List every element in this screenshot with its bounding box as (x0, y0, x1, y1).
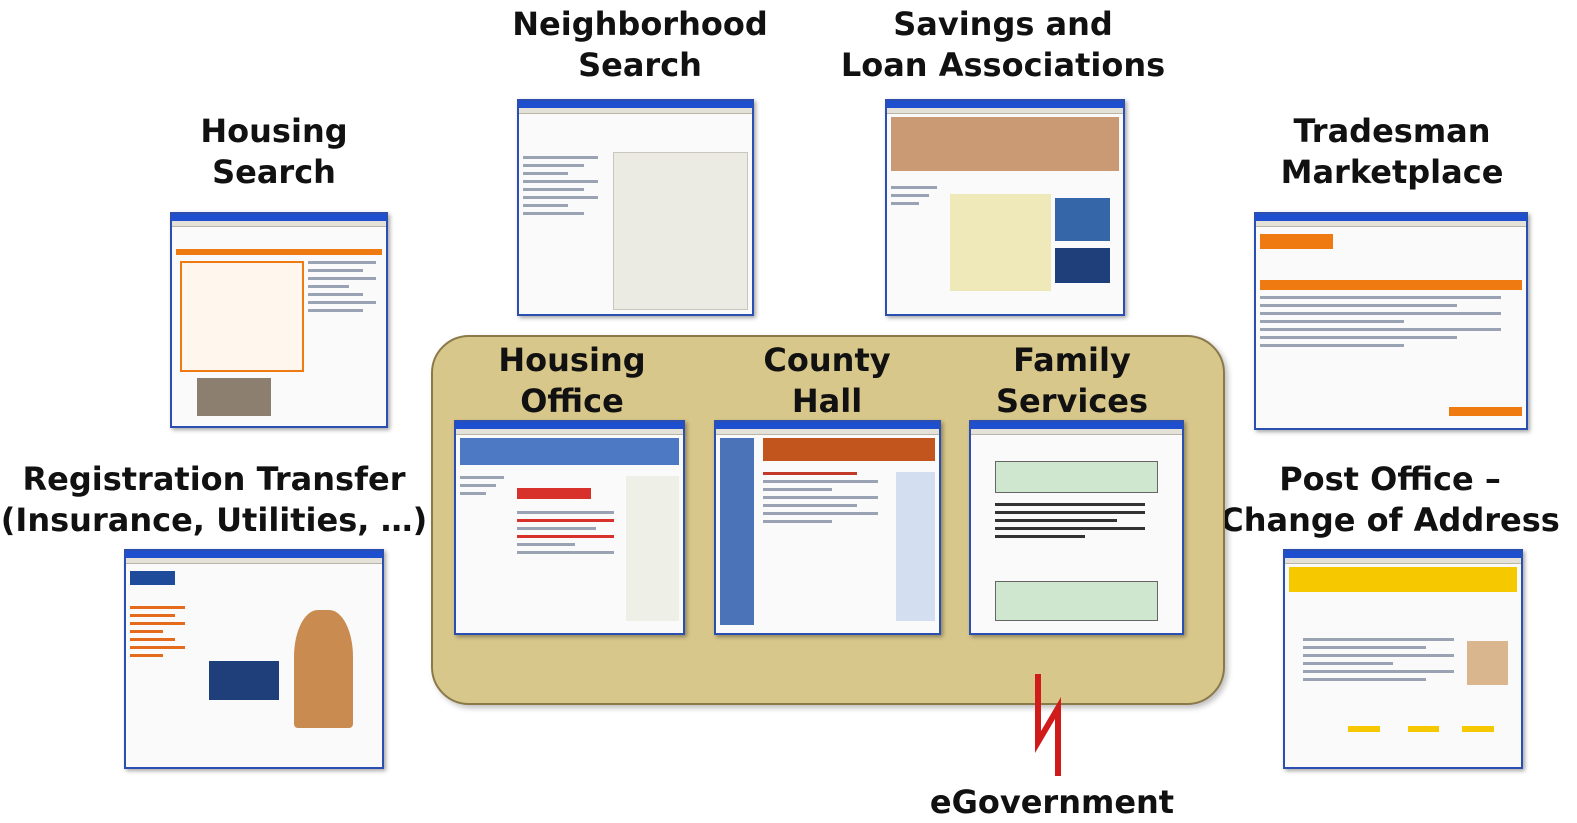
map-area (613, 151, 748, 310)
label-neighborhood-search: Neighborhood Search (512, 5, 768, 84)
screenshot-housing-search (170, 212, 388, 428)
label-post-office: Post Office – Change of Address (1220, 460, 1560, 539)
label-housing-office: Housing Office (498, 341, 646, 420)
screenshot-tradesman-marketplace (1254, 212, 1528, 430)
label-egovernment: eGovernment (929, 783, 1175, 821)
screenshot-neighborhood-search (517, 99, 754, 316)
screenshot-post-office (1283, 549, 1523, 769)
screenshot-registration-transfer (124, 549, 384, 769)
screenshot-family-services (969, 420, 1184, 635)
lightning-bolt-icon (1035, 674, 1061, 776)
search-form (180, 260, 304, 373)
screenshot-county-hall (714, 420, 941, 635)
label-registration-transfer: Registration Transfer (Insurance, Utilit… (0, 460, 428, 539)
label-family-services: Family Services (995, 341, 1149, 420)
screenshot-savings-loan (885, 99, 1125, 316)
hero-photo (891, 117, 1119, 172)
label-housing-search: Housing Search (200, 112, 348, 191)
map-area (950, 194, 1051, 291)
label-county-hall: County Hall (763, 341, 891, 420)
screenshot-housing-office (454, 420, 685, 635)
people-photo (293, 610, 354, 728)
label-savings-loan: Savings and Loan Associations (840, 5, 1166, 84)
label-tradesman-marketplace: Tradesman Marketplace (1280, 112, 1504, 191)
